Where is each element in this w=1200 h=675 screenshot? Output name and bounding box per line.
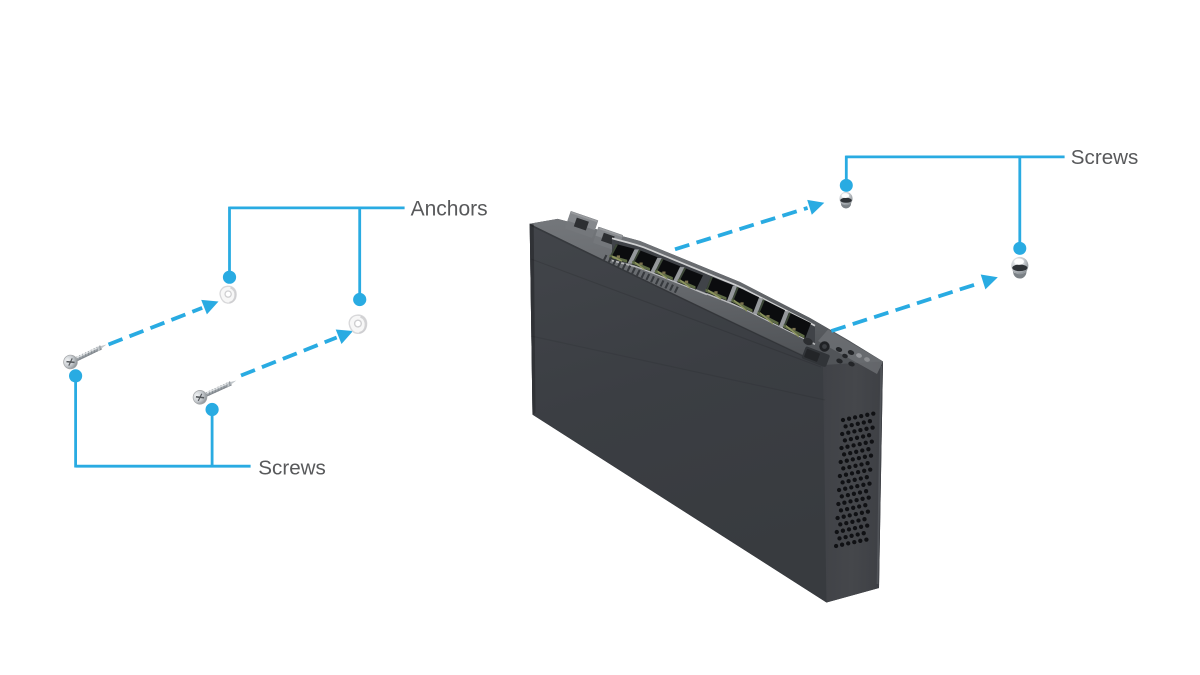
svg-text:Screws: Screws [1071, 146, 1139, 169]
svg-text:Screws: Screws [258, 456, 326, 479]
svg-text:Anchors: Anchors [411, 198, 488, 221]
